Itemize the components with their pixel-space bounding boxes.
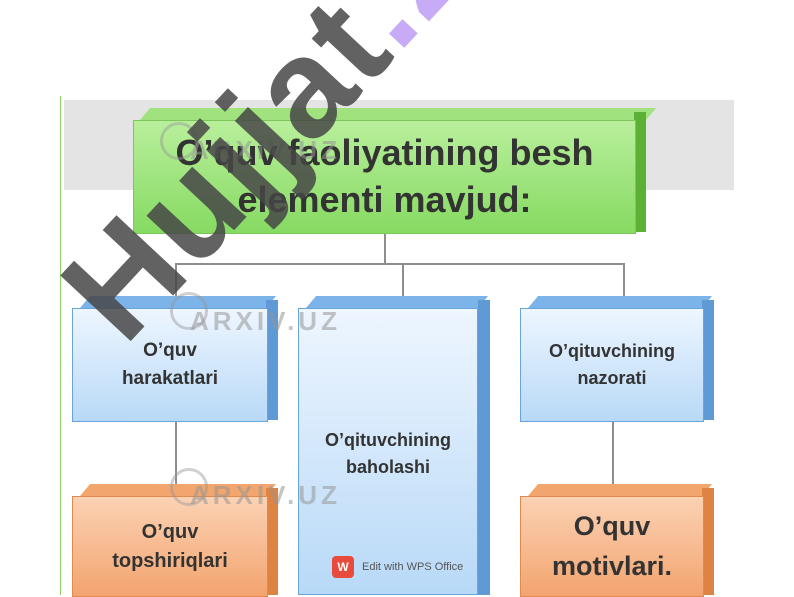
title-box: O’quv faoliyatining besh elementi mavjud…	[133, 120, 636, 234]
connector-right	[623, 263, 625, 297]
baholash-box-side	[478, 300, 490, 595]
watermark-circle	[170, 468, 208, 506]
diagram-title: O’quv faoliyatining besh elementi mavjud…	[175, 132, 594, 220]
topshiriqlar-label: O’quv topshiriqlari	[112, 520, 228, 572]
nazorat-box: O’qituvchining nazorati	[520, 308, 704, 422]
motivlar-box-side	[702, 488, 714, 595]
motivlar-box: O’quv motivlari.	[520, 496, 704, 597]
watermark-circle	[170, 292, 208, 330]
baholash-box: O’qituvchining baholashi	[298, 308, 478, 595]
nazorat-box-side	[702, 300, 714, 420]
connector-left	[175, 263, 177, 297]
connector-trunk	[384, 232, 386, 264]
connector-mid	[402, 263, 404, 297]
topshiriqlar-box-side	[266, 488, 278, 595]
connector-right-down	[612, 420, 614, 484]
wps-logo-icon: W	[332, 556, 354, 578]
nazorat-label: O’qituvchining nazorati	[549, 341, 675, 388]
baholash-label: O’qituvchining baholashi	[325, 430, 451, 477]
motivlar-box-top	[528, 484, 713, 496]
wps-badge[interactable]: W Edit with WPS Office	[332, 554, 463, 580]
nazorat-box-top	[528, 296, 713, 308]
harakatlar-box-side	[266, 300, 278, 420]
motivlar-label: O’quv motivlari.	[551, 511, 673, 581]
watermark-circle	[160, 122, 198, 160]
harakatlar-label: O’quv harakatlari	[121, 339, 219, 390]
connector-left-down	[175, 420, 177, 484]
connector-bar	[175, 263, 625, 265]
title-box-side	[634, 112, 646, 232]
watermark-arxiv: ARXIV.UZ	[190, 480, 341, 510]
wps-label: Edit with WPS Office	[362, 561, 464, 573]
harakatlar-box: O’quv harakatlari	[72, 308, 268, 422]
topshiriqlar-box: O’quv topshiriqlari	[72, 496, 268, 597]
watermark-arxiv: ARXIV.UZ	[190, 135, 341, 165]
watermark-arxiv: ARXIV.UZ	[190, 306, 341, 336]
